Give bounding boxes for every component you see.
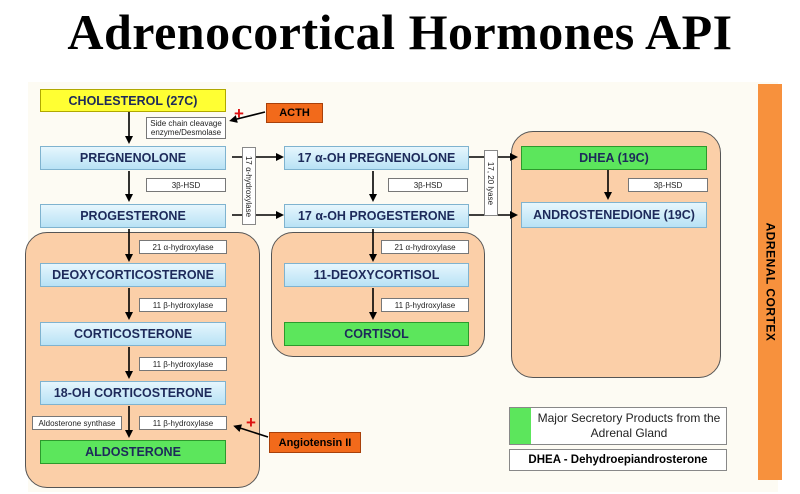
enzyme-21-hydroxylase-left: 21 α-hydroxylase (139, 240, 227, 254)
plus-acth: + (234, 104, 244, 123)
node-11-deoxycortisol: 11-DEOXYCORTISOL (284, 263, 469, 287)
enzyme-11-hydroxylase-b: 11 β-hydroxylase (139, 357, 227, 371)
adrenal-cortex-label: ADRENAL CORTEX (758, 84, 782, 480)
node-cortisol: CORTISOL (284, 322, 469, 346)
stimulator-angiotensin: Angiotensin II (269, 432, 361, 453)
node-pregnenolone: PREGNENOLONE (40, 146, 226, 170)
arrow-angiotensin (233, 424, 269, 438)
node-18oh-corticosterone: 18-OH CORTICOSTERONE (40, 381, 226, 405)
node-17oh-pregnenolone: 17 α-OH PREGNENOLONE (284, 146, 469, 170)
enzyme-17-20-lyase: 17, 20 lyase (484, 150, 498, 216)
arrow-acth (229, 111, 266, 123)
legend-green-swatch (510, 408, 531, 444)
legend-abbreviation-text: DHEA - Dehydroepiandrosterone (528, 454, 708, 466)
node-corticosterone: CORTICOSTERONE (40, 322, 226, 346)
page-title: Adrenocortical Hormones API (67, 4, 733, 60)
enzyme-aldosterone-synthase: Aldosterone synthase (32, 416, 122, 430)
node-17oh-progesterone: 17 α-OH PROGESTERONE (284, 204, 469, 228)
legend-products (509, 407, 727, 445)
enzyme-11-hydroxylase-a: 11 β-hydroxylase (139, 298, 227, 312)
node-dhea: DHEA (19C) (521, 146, 707, 170)
node-progesterone: PROGESTERONE (40, 204, 226, 228)
region-androgen (511, 131, 721, 378)
enzyme-3bhsd-left: 3β-HSD (146, 178, 226, 192)
node-aldosterone: ALDOSTERONE (40, 440, 226, 464)
enzyme-21-hydroxylase-mid: 21 α-hydroxylase (381, 240, 469, 254)
node-cholesterol: CHOLESTEROL (27C) (40, 89, 226, 112)
legend-abbreviation (509, 449, 727, 471)
node-androstenedione: ANDROSTENEDIONE (19C) (521, 202, 707, 228)
node-deoxycorticosterone: DEOXYCORTICOSTERONE (40, 263, 226, 287)
enzyme-3bhsd-mid: 3β-HSD (388, 178, 468, 192)
enzyme-scc: Side chain cleavage enzyme/Desmolase (146, 117, 226, 139)
enzyme-11-hydroxylase-c: 11 β-hydroxylase (139, 416, 227, 430)
enzyme-11-hydroxylase-mid: 11 β-hydroxylase (381, 298, 469, 312)
enzyme-3bhsd-right: 3β-HSD (628, 178, 708, 192)
enzyme-17-hydroxylase: 17 α-hydroxylase (242, 147, 256, 225)
stimulator-acth: ACTH (266, 103, 323, 123)
plus-angiotensin: + (246, 413, 256, 432)
legend-products-text: Major Secretory Products from the Adrena… (537, 411, 721, 440)
